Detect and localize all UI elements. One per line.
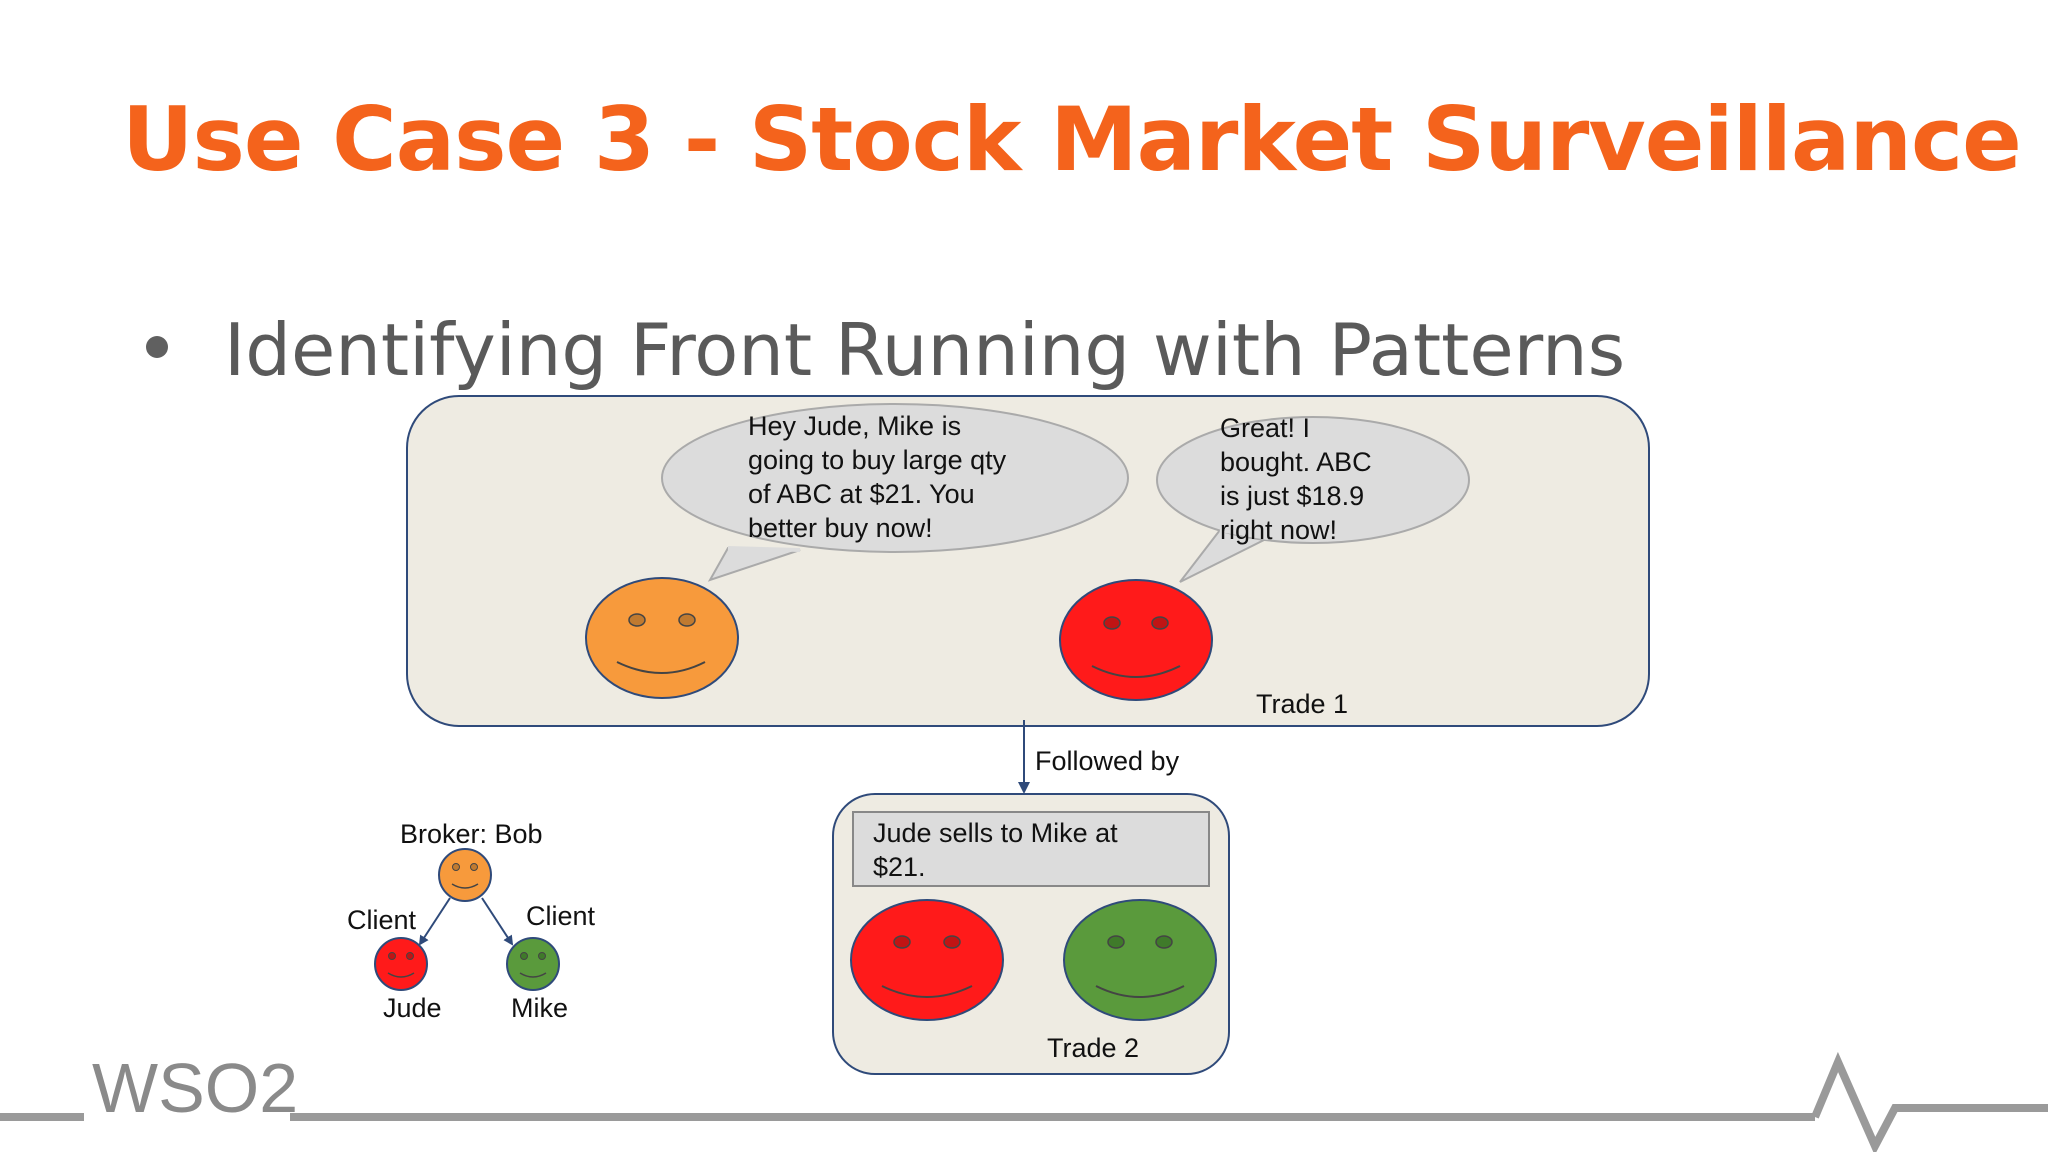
speech-bob-line-2: going to buy large qty (748, 445, 1007, 475)
speech-bubble-bob (661, 403, 1129, 582)
trade2-statement: Jude sells to Mike at $21. (873, 816, 1118, 884)
jude-face (1059, 579, 1213, 701)
trade2-statement-box (852, 811, 1210, 887)
relationship-tree (374, 848, 560, 991)
footer-line (0, 1051, 2048, 1152)
client-jude-face (374, 937, 428, 991)
wso2-logo-text: WSO2 (92, 1049, 298, 1127)
bullet-marker (146, 336, 168, 358)
speech-text-jude: Great! I bought. ABC is just $18.9 right… (1220, 411, 1372, 547)
client-mike-face (506, 937, 560, 991)
followed-by-label: Followed by (1035, 746, 1180, 776)
speech-bubble-jude (1156, 416, 1470, 583)
client-left-label: Client (347, 905, 417, 935)
mike-label: Mike (511, 993, 569, 1023)
wso2-logo: WSO2 (92, 1049, 298, 1127)
speech-jude-line-3: is just $18.9 (1220, 481, 1365, 511)
speech-jude-line-1: Great! I (1220, 413, 1311, 443)
speech-jude-line-2: bought. ABC (1220, 447, 1372, 477)
jude-label: Jude (383, 993, 442, 1023)
speech-text-bob: Hey Jude, Mike is going to buy large qty… (748, 409, 1006, 545)
broker-label: Broker: Bob (400, 819, 543, 849)
bob-face (585, 577, 739, 699)
bullet-text: Identifying Front Running with Patterns (224, 308, 1626, 392)
mike-face-trade2 (1063, 899, 1217, 1021)
broker-bob-face (438, 848, 492, 902)
client-right-label: Client (526, 901, 596, 931)
jude-face-trade2 (850, 899, 1004, 1021)
trade1-label: Trade 1 (1256, 689, 1349, 719)
slide-title: Use Case 3 - Stock Market Surveillance (122, 88, 2022, 191)
trade2-statement-line-2: $21. (873, 852, 926, 882)
speech-jude-line-4: right now! (1220, 515, 1338, 545)
trade2-label: Trade 2 (1047, 1033, 1140, 1063)
speech-bob-line-4: better buy now! (748, 513, 933, 543)
trade2-statement-line-1: Jude sells to Mike at (873, 818, 1118, 848)
speech-bob-line-1: Hey Jude, Mike is (748, 411, 962, 441)
speech-bob-line-3: of ABC at $21. You (748, 479, 975, 509)
